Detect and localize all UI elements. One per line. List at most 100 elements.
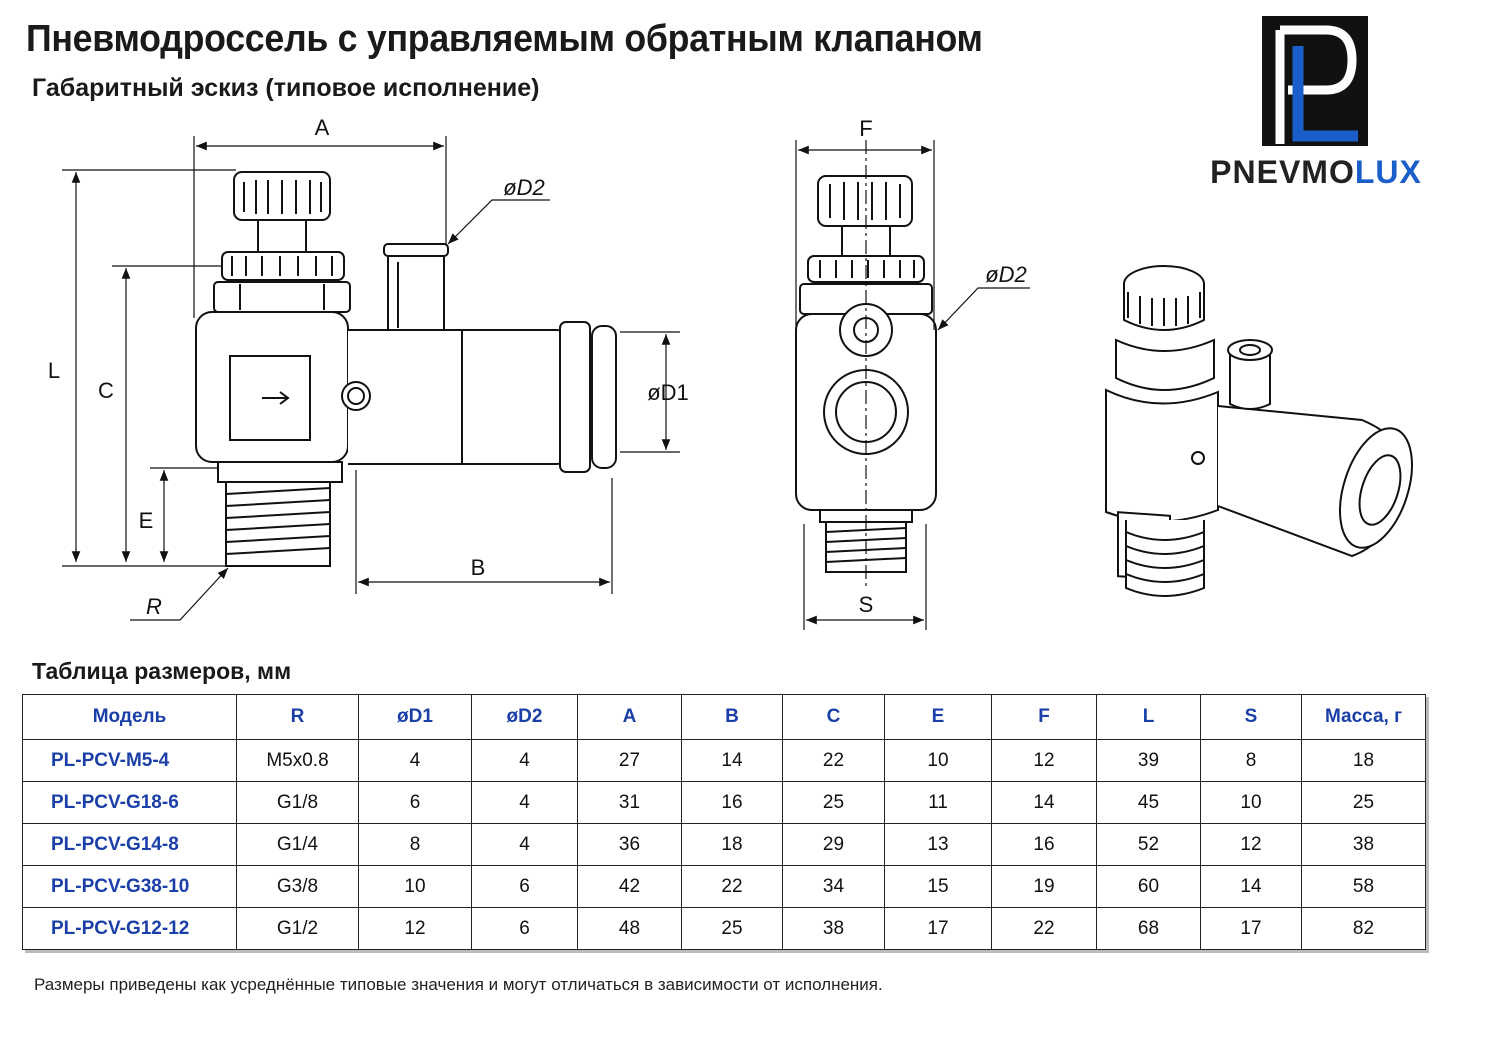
cell-model: PL-PCV-G12-12 [22, 907, 237, 950]
cell-mass: 38 [1301, 823, 1426, 866]
cell-model: PL-PCV-G38-10 [22, 865, 237, 908]
header-d1: øD1 [358, 694, 472, 740]
dim-label-d2-front: øD2 [985, 262, 1027, 287]
cell-b: 22 [681, 865, 783, 908]
pnevmolux-logo [1262, 16, 1368, 146]
front-view-dimensions [795, 140, 1030, 630]
cell-l: 45 [1096, 781, 1201, 824]
cell-c: 34 [782, 865, 885, 908]
cell-model: PL-PCV-M5-4 [22, 739, 237, 782]
table-row: PL-PCV-G18-6 G1/8 6 4 31 16 25 11 14 45 … [22, 781, 1426, 824]
cell-s: 12 [1200, 823, 1302, 866]
dim-label-f: F [859, 116, 872, 141]
side-view [195, 171, 617, 567]
side-view-dimensions [62, 136, 680, 621]
cell-a: 42 [577, 865, 682, 908]
cell-c: 38 [782, 907, 885, 950]
cell-f: 19 [991, 865, 1097, 908]
cell-e: 10 [884, 739, 992, 782]
cell-b: 14 [681, 739, 783, 782]
table-header-row: Модель R øD1 øD2 A B C E F L S Масса, г [22, 694, 1426, 740]
cell-l: 68 [1096, 907, 1201, 950]
cell-d1: 10 [358, 865, 472, 908]
dim-label-e: E [139, 508, 154, 533]
cell-model: PL-PCV-G18-6 [22, 781, 237, 824]
cell-a: 36 [577, 823, 682, 866]
cell-f: 16 [991, 823, 1097, 866]
cell-f: 12 [991, 739, 1097, 782]
cell-b: 16 [681, 781, 783, 824]
cell-l: 60 [1096, 865, 1201, 908]
dim-label-d2-side: øD2 [503, 175, 545, 200]
cell-mass: 58 [1301, 865, 1426, 908]
logo-text-accent: LUX [1354, 154, 1422, 190]
footnote: Размеры приведены как усреднённые типовы… [34, 975, 883, 994]
cell-d1: 12 [358, 907, 472, 950]
dimensions-table: Модель R øD1 øD2 A B C E F L S Масса, г … [22, 694, 1426, 950]
cell-mass: 18 [1301, 739, 1426, 782]
header-l: L [1096, 694, 1201, 740]
page-subtitle: Габаритный эскиз (типовое исполнение) [32, 74, 540, 102]
header-f: F [991, 694, 1097, 740]
dim-label-r: R [146, 594, 162, 619]
cell-f: 22 [991, 907, 1097, 950]
cell-e: 15 [884, 865, 992, 908]
dim-label-c: C [98, 378, 114, 403]
header-model: Модель [22, 694, 237, 740]
cell-s: 10 [1200, 781, 1302, 824]
cell-c: 25 [782, 781, 885, 824]
cell-f: 14 [991, 781, 1097, 824]
page-title: Пневмодроссель с управляемым обратным кл… [26, 18, 983, 60]
table-row: PL-PCV-G38-10 G3/8 10 6 42 22 34 15 19 6… [22, 865, 1426, 908]
cell-mass: 82 [1301, 907, 1426, 950]
cell-s: 14 [1200, 865, 1302, 908]
dim-label-l: L [48, 358, 60, 383]
cell-d2: 6 [471, 865, 578, 908]
cell-d2: 4 [471, 781, 578, 824]
cell-d2: 6 [471, 907, 578, 950]
dim-label-b: B [471, 555, 486, 580]
cell-s: 17 [1200, 907, 1302, 950]
cell-d1: 8 [358, 823, 472, 866]
cell-l: 39 [1096, 739, 1201, 782]
cell-a: 27 [577, 739, 682, 782]
technical-drawing: A L C E B R øD1 øD2 F S øD2 [48, 115, 1413, 630]
cell-e: 17 [884, 907, 992, 950]
cell-d2: 4 [471, 739, 578, 782]
cell-e: 11 [884, 781, 992, 824]
header-r: R [236, 694, 359, 740]
logo-text-main: PNEVMO [1210, 154, 1355, 190]
table-row: PL-PCV-G12-12 G1/2 12 6 48 25 38 17 22 6… [22, 907, 1426, 950]
cell-s: 8 [1200, 739, 1302, 782]
cell-c: 29 [782, 823, 885, 866]
dim-label-d1: øD1 [647, 380, 689, 405]
cell-d1: 6 [358, 781, 472, 824]
header-mass: Масса, г [1301, 694, 1426, 740]
header-e: E [884, 694, 992, 740]
header-s: S [1200, 694, 1302, 740]
cell-a: 48 [577, 907, 682, 950]
cell-a: 31 [577, 781, 682, 824]
header-d2: øD2 [471, 694, 578, 740]
header-a: A [577, 694, 682, 740]
cell-b: 18 [681, 823, 783, 866]
cell-l: 52 [1096, 823, 1201, 866]
header-c: C [782, 694, 885, 740]
table-row: PL-PCV-M5-4 M5x0.8 4 4 27 14 22 10 12 39… [22, 739, 1426, 782]
isometric-view [1105, 265, 1413, 597]
cell-r: G1/8 [236, 781, 359, 824]
cell-r: G1/4 [236, 823, 359, 866]
table-title: Таблица размеров, мм [32, 658, 292, 684]
cell-d2: 4 [471, 823, 578, 866]
cell-model: PL-PCV-G14-8 [22, 823, 237, 866]
dim-label-a: A [315, 115, 330, 140]
logo-wordmark: PNEVMOLUX [1176, 154, 1456, 191]
cell-e: 13 [884, 823, 992, 866]
cell-r: G3/8 [236, 865, 359, 908]
cell-c: 22 [782, 739, 885, 782]
cell-r: M5x0.8 [236, 739, 359, 782]
cell-b: 25 [681, 907, 783, 950]
header-b: B [681, 694, 783, 740]
cell-mass: 25 [1301, 781, 1426, 824]
dim-label-s: S [859, 592, 874, 617]
